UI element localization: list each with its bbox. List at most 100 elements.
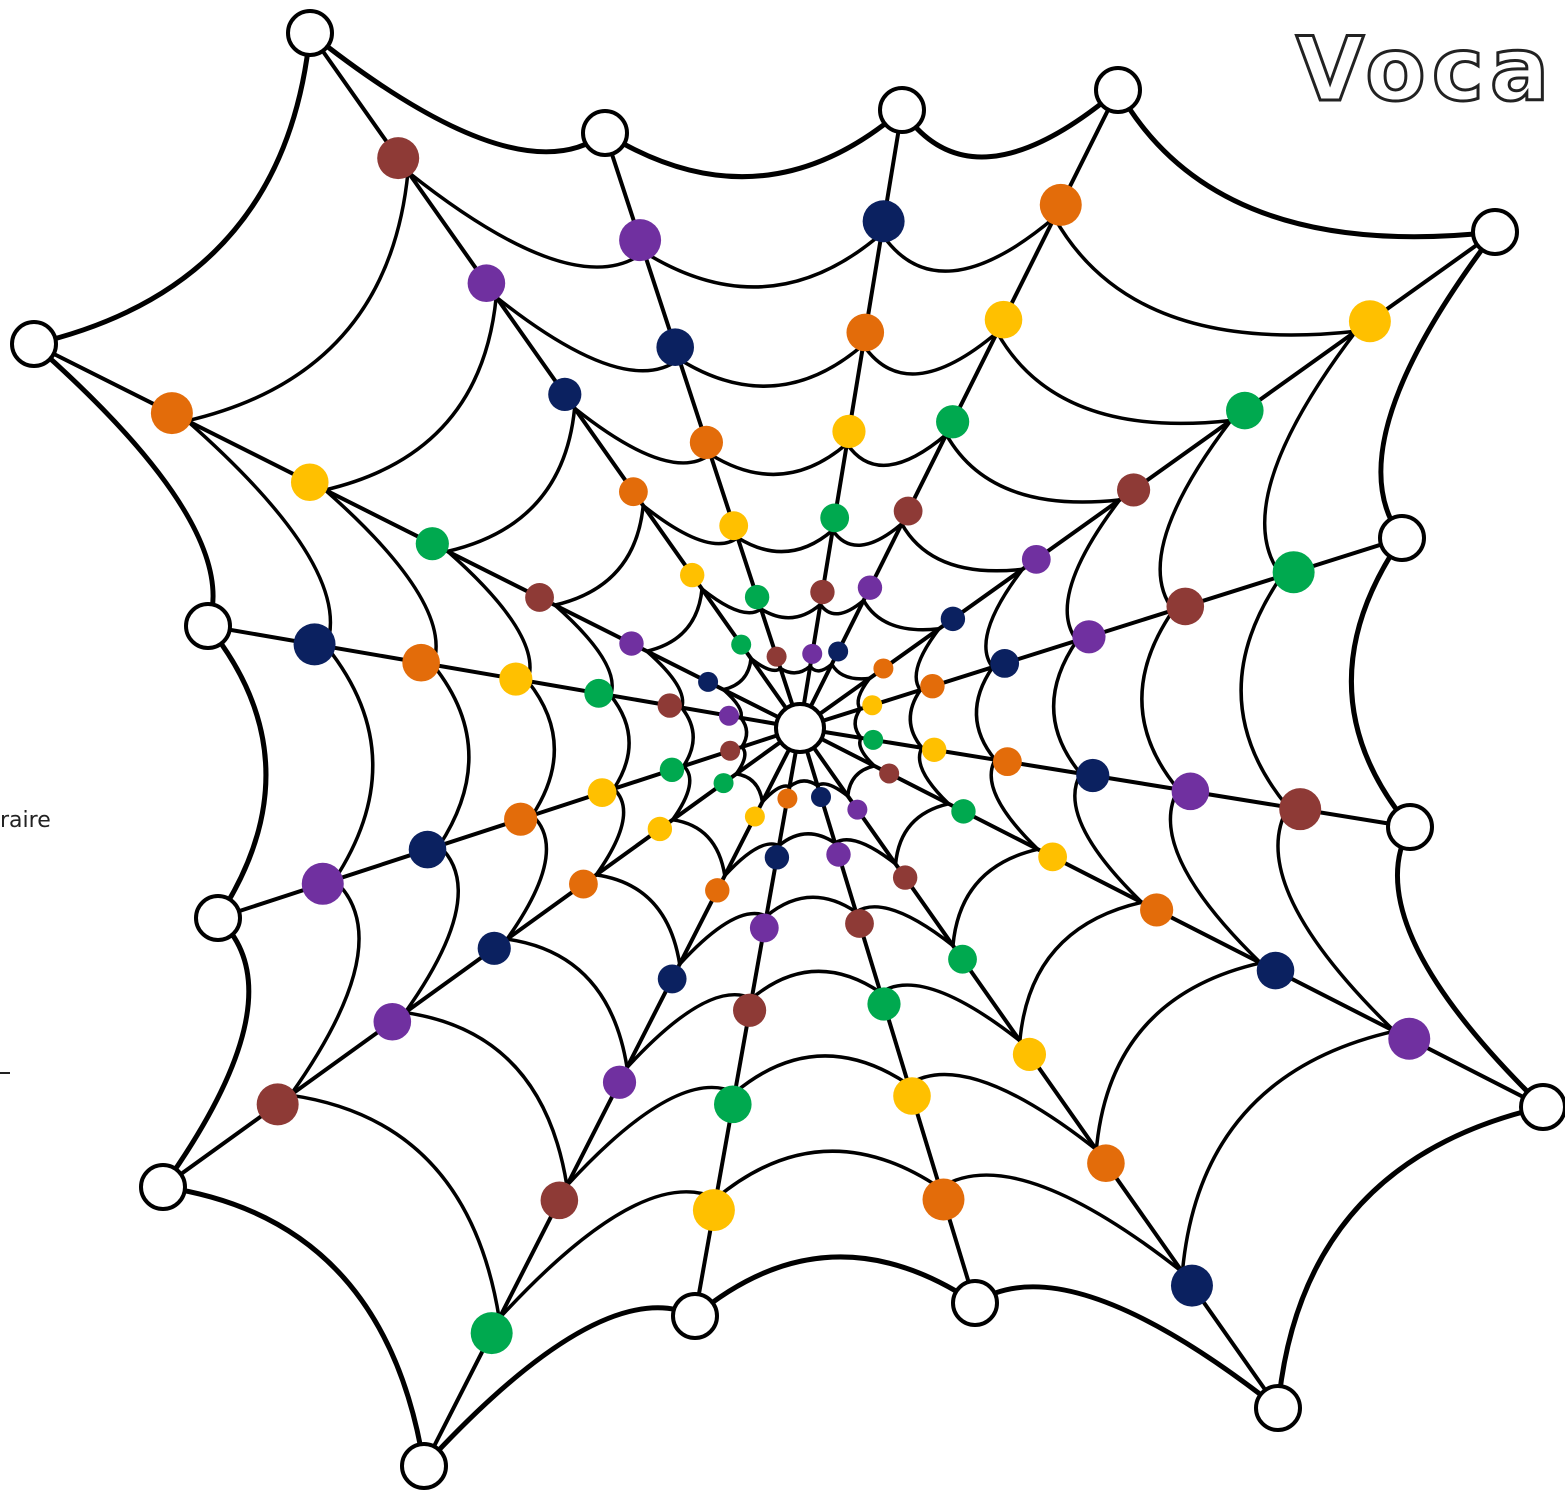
web-dot-navy [409,831,447,869]
spiral-thread-6-14 [34,344,213,626]
web-dot-navy [765,845,789,869]
spiral-thread-6-8 [975,1287,1278,1408]
web-dot-navy [478,932,511,965]
anchor-node-0 [288,11,332,55]
web-dot-brown [879,763,899,783]
web-dot-orange [569,870,598,899]
anchor-node-11 [402,1444,446,1488]
spiral-thread-2-11 [596,875,680,964]
spiral-thread-2-9 [766,897,856,916]
web-dot-purple [374,1003,412,1041]
web-dot-orange [923,1179,965,1221]
web-dot-orange [920,674,944,698]
spiral-thread-0-7 [848,766,875,796]
web-dot-green [867,987,900,1020]
page-title: Voca [1296,18,1555,121]
web-dot-brown [525,583,554,612]
spiral-thread-1-9 [779,834,835,846]
spiral-thread-3-9 [752,971,881,998]
web-dot-green [416,527,449,560]
spiral-thread-6-4 [1381,232,1495,538]
web-dot-green [948,945,977,974]
spiral-thread-5-3 [1054,218,1356,335]
web-dot-brown [720,741,740,761]
spiral-thread-4-6 [1170,789,1260,963]
web-dot-navy [828,641,848,661]
web-dot-orange [690,426,723,459]
spiral-thread-5-12 [290,880,359,1095]
web-dot-green [1226,392,1264,430]
web-dot-orange [402,644,440,682]
spiral-thread-5-7 [1182,1031,1394,1272]
web-dot-green [863,730,883,750]
spiral-thread-1-5 [910,690,922,748]
web-dot-orange [1087,1144,1125,1182]
web-dot-yellow [291,463,329,501]
spiral-thread-6-13 [208,626,266,918]
spiral-thread-5-13 [326,646,372,880]
web-dot-green [936,405,969,438]
web-dot-navy [1076,759,1109,792]
web-dot-brown [894,497,923,526]
web-dot-purple [802,644,822,664]
spiral-thread-2-5 [976,667,995,759]
spiral-thread-4-12 [405,846,458,1013]
web-dot-navy [698,672,718,692]
web-dot-navy [990,649,1019,678]
web-dot-brown [541,1182,579,1220]
spiral-thread-1-11 [673,820,725,876]
spiral-thread-6-7 [1278,1107,1543,1408]
spiral-thread-0-13 [741,718,747,747]
spiral-thread-6-15 [34,33,310,344]
web-dot-navy [658,965,687,994]
web-dot-green [951,799,975,823]
web-dot-navy [1171,1265,1213,1307]
anchor-node-13 [196,896,240,940]
web-dot-brown [810,580,834,604]
web-dot-navy [656,328,694,366]
anchor-node-10 [673,1294,717,1338]
center-node [776,704,824,752]
spiral-thread-4-9 [735,1056,909,1093]
spiral-thread-4-5 [1142,610,1178,789]
anchor-node-9 [953,1281,997,1325]
side-line-fragment [0,1072,10,1074]
web-dot-yellow [648,817,672,841]
spiral-thread-0-15 [723,659,751,690]
web-dot-brown [1117,473,1150,506]
web-dot-brown [733,994,766,1027]
spiral-thread-1-15 [647,589,702,651]
spiral-thread-5-6 [1278,807,1394,1031]
web-dot-purple [719,706,739,726]
web-dot-navy [294,623,336,665]
spiral-thread-2-13 [611,695,630,788]
spiral-thread-0-3 [832,664,870,679]
web-dot-brown [1279,788,1321,830]
web-dot-purple [1172,773,1210,811]
web-dot-purple [619,631,643,655]
web-dot-purple [826,842,850,866]
web-dot-purple [1072,620,1105,653]
spiral-thread-5-2 [882,218,1055,272]
spiral-thread-4-1 [679,345,863,386]
web-dot-purple [1022,545,1051,574]
spiral-thread-2-3 [902,524,1023,571]
web-dot-orange [846,314,884,352]
spiral-thread-6-6 [1397,827,1543,1107]
spiral-thread-3-11 [507,939,627,1067]
spiral-thread-2-1 [738,530,833,551]
spiral-thread-2-15 [555,506,643,606]
web-dot-yellow [922,738,946,762]
anchor-node-4 [1473,210,1517,254]
web-dot-yellow [985,301,1023,339]
web-dot-orange [993,747,1022,776]
web-dot-orange [873,658,893,678]
web-dot-green [714,1086,752,1124]
anchor-node-12 [141,1165,185,1209]
spiral-thread-5-15 [187,172,408,421]
web-dot-purple [750,914,779,943]
web-dot-brown [893,865,917,889]
spiral-thread-1-13 [682,708,694,766]
web-dot-green [1273,551,1315,593]
